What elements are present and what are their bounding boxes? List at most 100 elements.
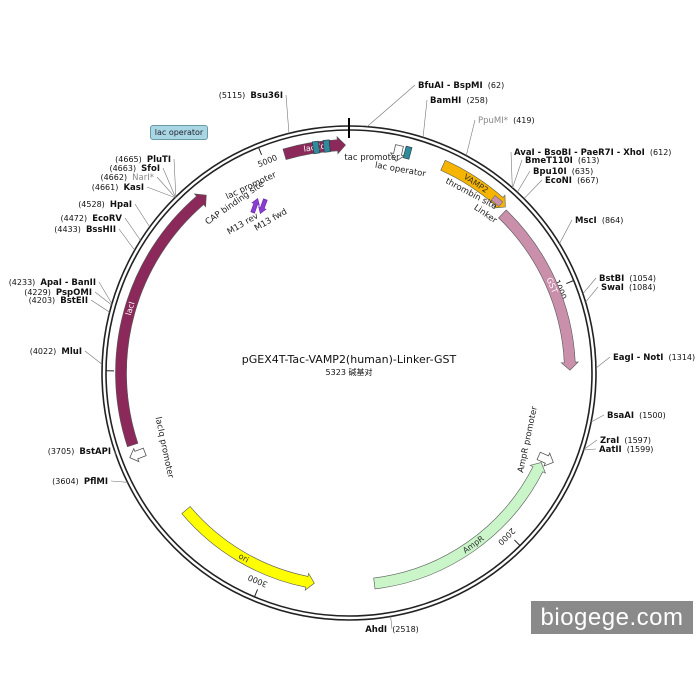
restriction-site: ZraI (1597): [583, 436, 651, 450]
site-name: BsaAI: [607, 411, 634, 421]
restriction-site: Bpu10I (635): [517, 159, 593, 193]
restriction-site: AhdI (2518): [365, 616, 419, 636]
site-name: EcoNI: [545, 176, 572, 186]
site-label: (4528) HpaI: [78, 192, 132, 211]
site-label: BamHI (258): [430, 88, 488, 107]
lac-operator-box-2: [322, 139, 331, 153]
site-leader: [595, 356, 611, 369]
m13-fwd-primer: [258, 198, 268, 214]
site-label: (4233) ApaI - BanII: [9, 270, 96, 289]
site-position: (667): [577, 176, 599, 185]
tick-mark: [254, 589, 259, 598]
site-name: AvaI - BsoBI - PaeR7I - XhoI: [514, 148, 645, 158]
site-name: KasI: [123, 183, 144, 193]
site-position: (419): [513, 116, 535, 125]
site-name: MscI: [575, 216, 597, 226]
site-label: (4433) BssHII: [54, 217, 116, 236]
restriction-site: (4203) BstEII: [29, 288, 110, 313]
site-position: (613): [578, 156, 600, 165]
site-name: SfoI: [141, 164, 160, 174]
restriction-site: (4229) PspOMI: [24, 288, 112, 306]
restriction-site: SwaI (1084): [585, 275, 656, 303]
site-name: BssHII: [86, 225, 116, 235]
ampr-promoter-label: AmpR promoter: [516, 405, 540, 474]
feature-ampr: [373, 462, 547, 590]
site-leader: [118, 228, 135, 251]
site-leader: [583, 448, 597, 451]
site-position: (4433): [54, 225, 81, 234]
site-leader: [582, 277, 597, 294]
site-position: (4662): [100, 173, 127, 182]
tick-mark: [514, 539, 521, 546]
site-label: AhdI (2518): [365, 617, 419, 636]
site-position: (1599): [627, 445, 654, 454]
site-label: Bpu10I (635): [533, 159, 593, 178]
site-position: (4229): [24, 288, 51, 297]
restriction-site: (4662) NarI*: [100, 173, 176, 198]
restriction-site: (4661) KasI: [92, 175, 176, 198]
site-label: (3604) PflMI: [52, 469, 108, 488]
tick-mark: [258, 147, 263, 156]
site-leader: [390, 616, 393, 630]
site-leader: [585, 286, 599, 303]
site-leader: [98, 281, 113, 304]
site-position: (4528): [78, 200, 105, 209]
ampr-promoter-arrow: [536, 451, 554, 467]
site-name: NarI*: [132, 173, 154, 183]
site-leader: [590, 414, 605, 423]
plasmid-name: pGEX4T-Tac-VAMP2(human)-Linker-GST: [242, 353, 457, 366]
feature-laci: [115, 193, 207, 448]
site-label: (4661) KasI: [92, 175, 144, 194]
laciq-promoter-arrow: [129, 447, 147, 463]
feature-vamp2: [440, 159, 506, 209]
site-position: (4661): [92, 183, 119, 192]
tick-label: 5000: [256, 153, 278, 169]
site-name: BamHI: [430, 96, 461, 106]
site-position: (4472): [60, 214, 87, 223]
restriction-site: (3604) PflMI: [52, 469, 128, 488]
site-label: (4203) BstEII: [29, 288, 88, 307]
tick-mark: [566, 280, 574, 285]
site-position: (1054): [629, 274, 656, 283]
site-position: (864): [602, 216, 624, 225]
restriction-site: (5115) Bsu36I: [219, 91, 290, 134]
site-label: SwaI (1084): [601, 275, 656, 294]
plasmid-size: 5323 碱基对: [326, 367, 373, 377]
site-leader: [110, 480, 128, 483]
site-leader: [156, 176, 176, 198]
restriction-site: (4433) BssHII: [54, 217, 135, 251]
site-name: ZraI: [600, 436, 619, 446]
restriction-site: (4528) HpaI: [78, 192, 151, 228]
site-name: BstAPI: [79, 447, 111, 457]
site-position: (4665): [115, 155, 142, 164]
restriction-site: AatII (1599): [583, 445, 654, 455]
site-name: Bpu10I: [533, 167, 567, 177]
restriction-site: BmeT110I (613): [512, 156, 600, 188]
site-position: (2518): [392, 625, 419, 634]
site-leader: [583, 439, 598, 450]
restriction-site: BfuAI - BspMI (62): [366, 81, 504, 127]
site-label: (4665) PluTI: [115, 147, 171, 166]
site-label: PpuMI* (419): [478, 108, 535, 127]
site-position: (62): [488, 81, 504, 90]
site-leader: [465, 119, 476, 156]
site-name: BmeT110I: [525, 156, 573, 166]
site-leader: [517, 170, 531, 193]
site-label: (4472) EcoRV: [60, 206, 122, 225]
restriction-site: (4233) ApaI - BanII: [9, 270, 113, 304]
site-leader: [94, 291, 112, 306]
site-name: PflMI: [84, 477, 108, 487]
site-position: (1500): [639, 411, 666, 420]
site-leader: [523, 179, 543, 199]
site-name: SwaI: [601, 283, 624, 293]
site-name: BstBI: [599, 274, 624, 284]
tac-promoter-arrow: [389, 144, 406, 162]
site-label: (4663) SfoI: [109, 156, 160, 175]
site-position: (1084): [629, 283, 656, 292]
laciq-promoter-label: lacIq promoter: [153, 416, 176, 480]
site-name: AhdI: [365, 625, 387, 635]
feature-label: lacI: [124, 301, 137, 317]
site-name: MluI: [61, 347, 82, 357]
site-name: PluTI: [147, 155, 171, 165]
site-position: (4022): [30, 347, 57, 356]
